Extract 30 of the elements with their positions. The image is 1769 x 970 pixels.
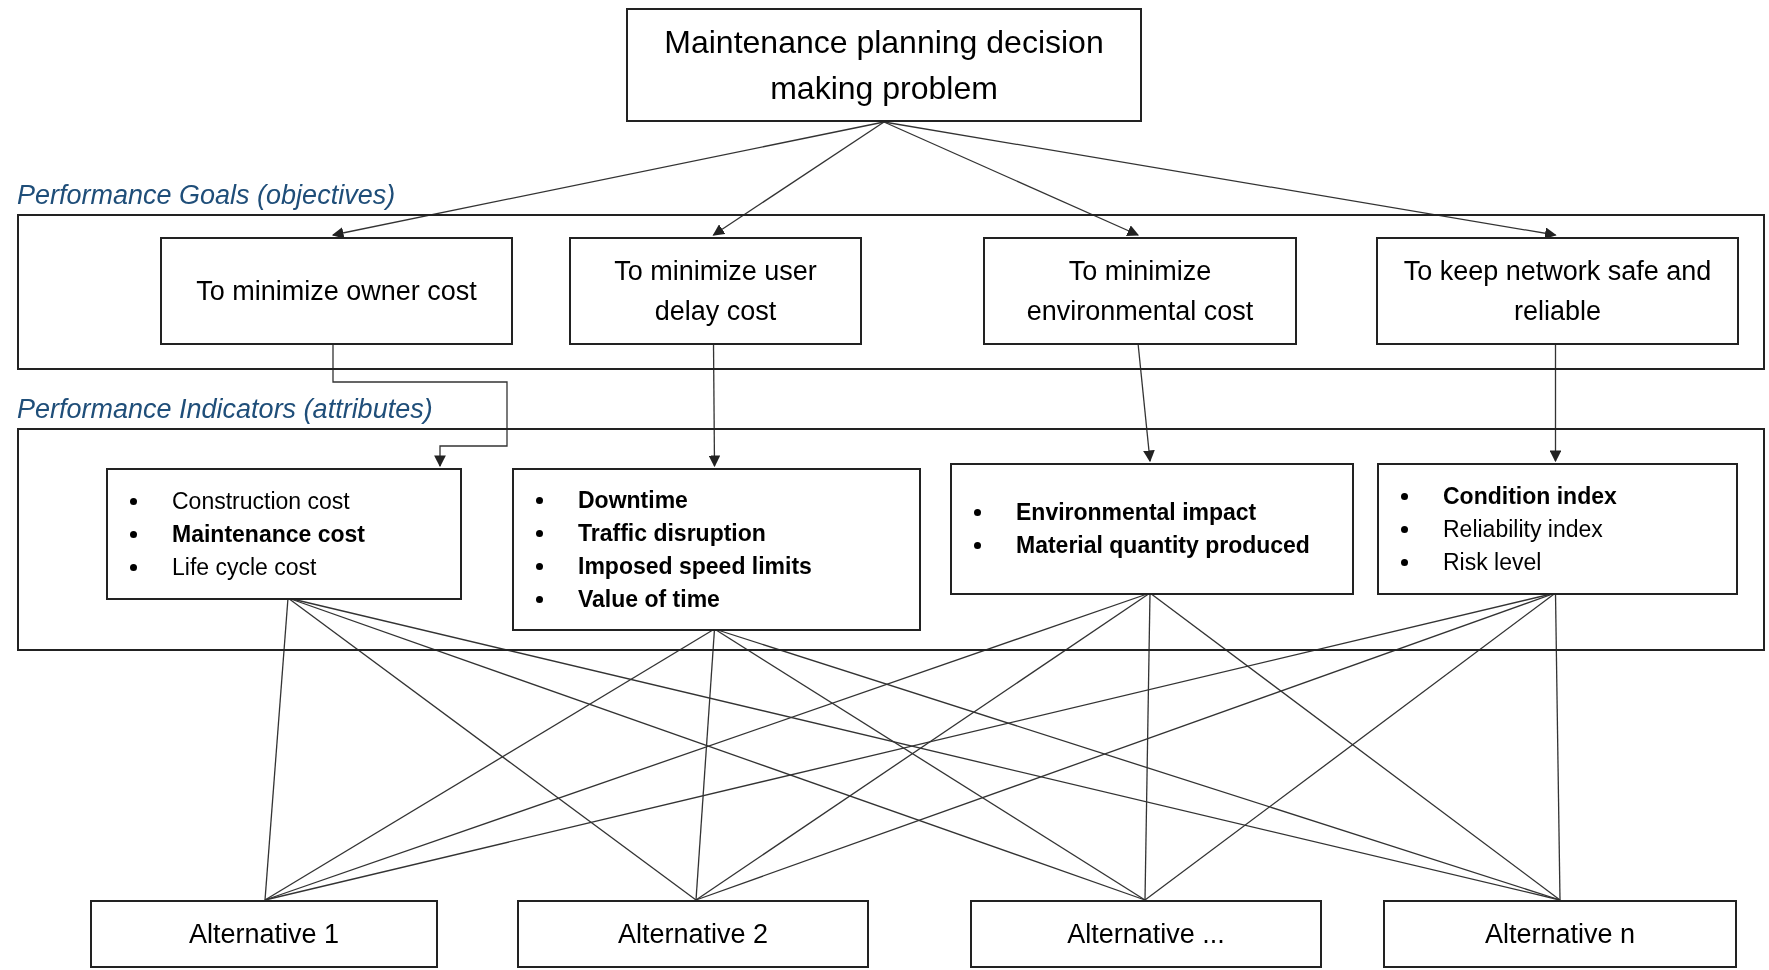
arrow — [883, 121, 1557, 239]
list-item: Reliability index — [1443, 515, 1603, 543]
list-item: Downtime — [578, 486, 688, 514]
indicator-box — [1377, 463, 1738, 595]
arrow — [883, 121, 1140, 237]
alternative-box: Alternative 2 — [517, 900, 869, 968]
list-item: Material quantity produced — [1016, 532, 1310, 559]
alternative-box: Alternative ... — [970, 900, 1322, 968]
arrow — [712, 121, 885, 236]
list-item: Life cycle cost — [172, 553, 317, 581]
section-heading: Performance Indicators (attributes) — [17, 393, 433, 426]
list-item: Risk level — [1443, 548, 1542, 576]
list-item: Maintenance cost — [172, 520, 365, 548]
list-item: Imposed speed limits — [578, 552, 812, 580]
goal-box: To minimize owner cost — [160, 237, 513, 345]
goal-box: To minimize user delay cost — [569, 237, 862, 345]
section-heading: Performance Goals (objectives) — [17, 179, 396, 212]
goal-box: To keep network safe and reliable — [1376, 237, 1739, 345]
indicator-box — [950, 463, 1354, 595]
list-item: Traffic disruption — [578, 519, 766, 547]
list-item: Condition index — [1443, 482, 1617, 510]
problem-box: Maintenance planning decision making problem — [626, 8, 1142, 122]
indicator-box — [512, 468, 921, 631]
list-item: Value of time — [578, 585, 720, 613]
list-item: Environmental impact — [1016, 499, 1257, 526]
list-item: Construction cost — [172, 487, 350, 515]
alternative-box: Alternative n — [1383, 900, 1737, 968]
alternative-box: Alternative 1 — [90, 900, 438, 968]
goal-box: To minimize environmental cost — [983, 237, 1297, 345]
indicator-box — [106, 468, 462, 600]
